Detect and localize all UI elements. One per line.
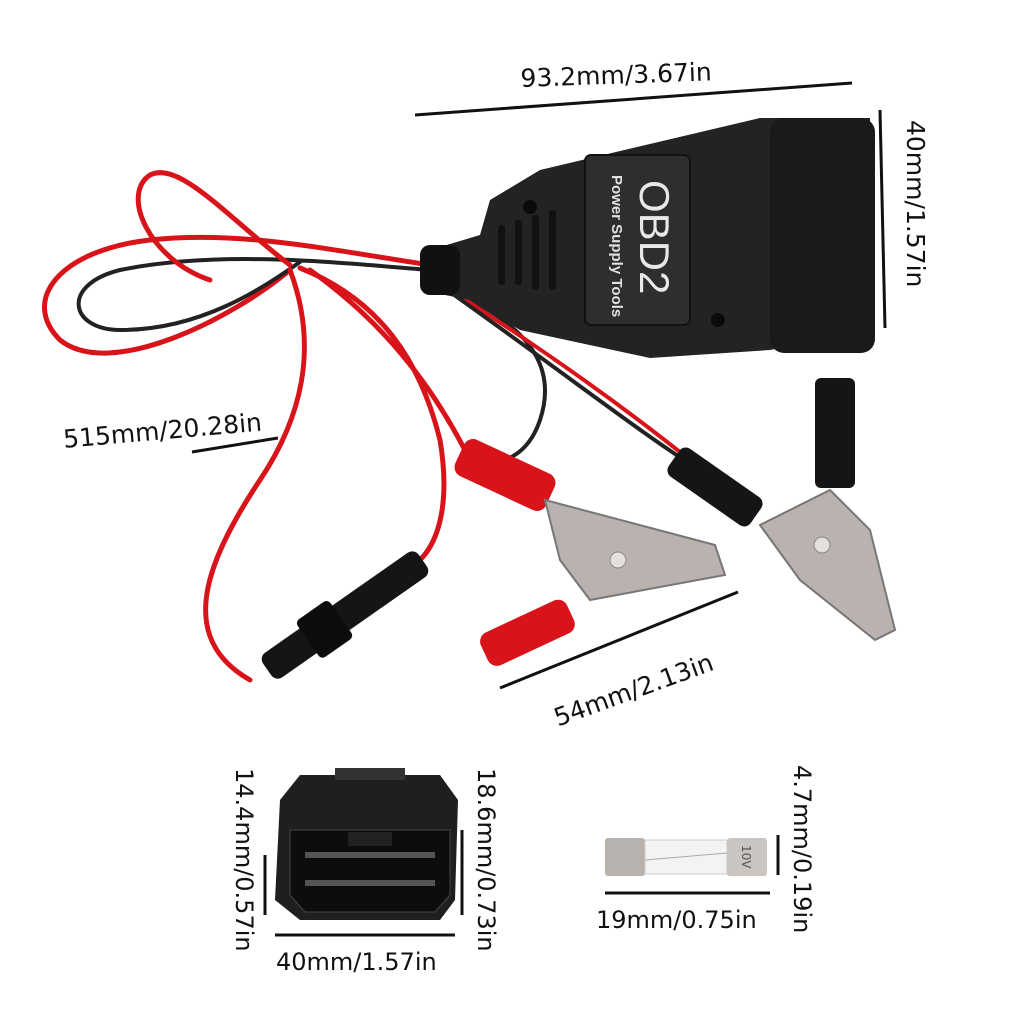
dimension-fuse-length: 19mm/0.75in: [596, 906, 757, 934]
inline-fuse-holder: [261, 551, 429, 679]
obd2-plug-front-view: [275, 768, 458, 920]
black-alligator-clip: [667, 378, 897, 642]
dimension-plug-width: 40mm/1.57in: [276, 948, 437, 976]
glass-fuse: 10V: [605, 838, 767, 876]
obd2-housing: OBD2 Power Supply Tools: [420, 118, 875, 358]
cable-bundle: [42, 170, 702, 683]
dimension-lines: [191, 81, 887, 937]
fuse-marking: 10V: [739, 845, 753, 869]
housing-subtitle: Power Supply Tools: [608, 175, 625, 317]
housing-title: OBD2: [631, 180, 678, 294]
dimension-plug-height-outer: 18.6mm/0.73in: [472, 768, 500, 952]
red-alligator-clip: [454, 439, 727, 666]
dimension-fuse-diameter: 4.7mm/0.19in: [788, 765, 816, 934]
dimension-connector-height: 40mm/1.57in: [901, 120, 930, 288]
dimension-plug-height-inner: 14.4mm/0.57in: [230, 768, 258, 952]
